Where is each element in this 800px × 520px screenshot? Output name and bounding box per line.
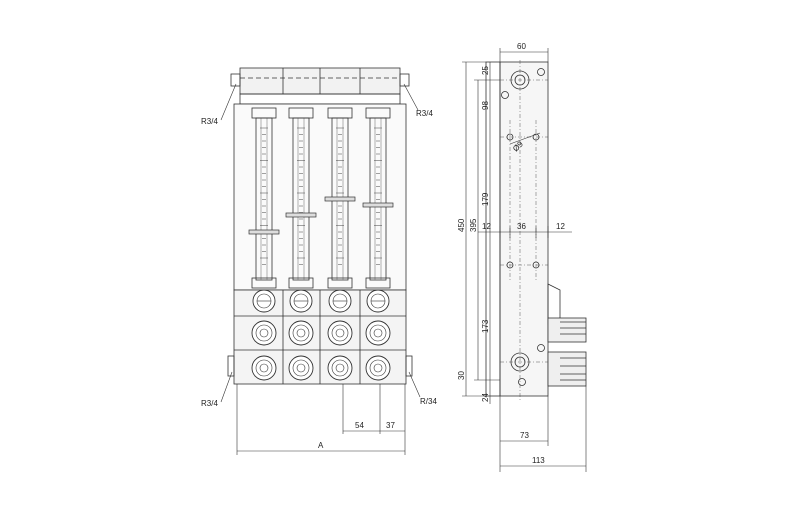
tube-top-cap: [365, 107, 391, 119]
port-label-bottom-left: R3/4: [201, 399, 218, 408]
dim-179: 179: [481, 192, 490, 206]
fitting-bore: [373, 328, 383, 338]
fitting-bore: [296, 363, 306, 373]
dim-12-right: 12: [556, 222, 565, 231]
fitting-ring: [331, 359, 349, 377]
port-label-top-left: R3/4: [201, 117, 218, 126]
fitting-bore: [373, 363, 383, 373]
float-marker: [362, 202, 394, 208]
leader-top-left: [220, 83, 237, 121]
dim-36: 36: [517, 222, 526, 231]
leader-bottom-left: [220, 371, 233, 403]
fitting: [251, 320, 277, 346]
dim-a: A: [318, 441, 324, 450]
dim-450: 450: [457, 218, 466, 232]
front-dimensions: [236, 384, 406, 455]
dim-98: 98: [481, 101, 490, 110]
fitting-ring: [369, 324, 387, 342]
side-view: [485, 61, 587, 397]
fitting-bore: [259, 328, 269, 338]
dim-54: 54: [355, 421, 364, 430]
fitting-ring: [255, 324, 273, 342]
leader-bottom-right: [408, 371, 421, 398]
fitting: [365, 355, 391, 381]
tube-top-cap: [327, 107, 353, 119]
fitting-bore: [335, 328, 345, 338]
tube-bottom-cap: [365, 277, 391, 289]
side-dimensions: [462, 48, 587, 472]
tube-top-cap: [251, 107, 277, 119]
tube-bottom-cap: [327, 277, 353, 289]
port-label-top-right: R3/4: [416, 109, 433, 118]
tube-top-cap: [288, 107, 314, 119]
rotameter-columns: [248, 107, 394, 381]
tube-bottom-cap: [288, 277, 314, 289]
dim-60: 60: [517, 42, 526, 51]
dim-12-left: 12: [482, 222, 491, 231]
dim-24: 24: [481, 393, 490, 402]
fitting-bore: [335, 363, 345, 373]
leader-top-right: [403, 83, 419, 111]
fitting-bore: [259, 363, 269, 373]
fitting-ring: [292, 324, 310, 342]
fitting: [327, 355, 353, 381]
fitting: [288, 355, 314, 381]
float-marker: [324, 196, 356, 202]
fitting-ring: [331, 324, 349, 342]
dim-73: 73: [520, 431, 529, 440]
fitting: [288, 320, 314, 346]
port-label-bottom-right: R/34: [420, 397, 437, 406]
dim-113: 113: [532, 456, 545, 465]
dim-30: 30: [457, 371, 466, 380]
float-marker: [248, 229, 280, 235]
tube-bottom-cap: [251, 277, 277, 289]
fitting-ring: [369, 359, 387, 377]
dim-25: 25: [481, 66, 490, 75]
dim-173: 173: [481, 319, 490, 333]
fitting: [365, 320, 391, 346]
dim-37: 37: [386, 421, 395, 430]
side-centerlines: [500, 60, 548, 400]
fitting-bore: [296, 328, 306, 338]
fitting: [251, 355, 277, 381]
dim-395: 395: [469, 218, 478, 232]
float-marker: [285, 212, 317, 218]
fitting: [327, 320, 353, 346]
fitting-ring: [292, 359, 310, 377]
fitting-ring: [255, 359, 273, 377]
